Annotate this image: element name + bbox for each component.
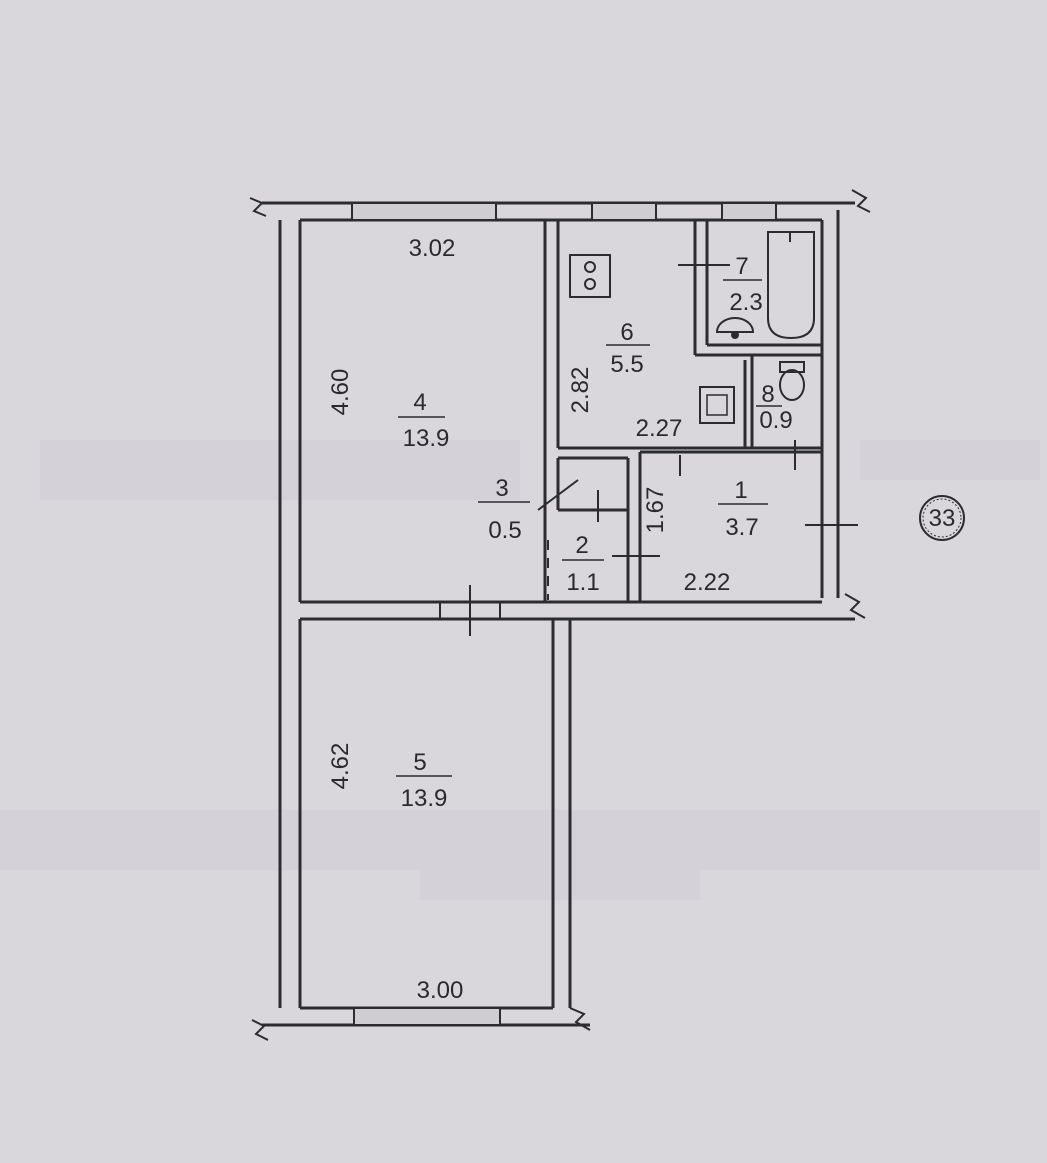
dim-room5-height: 4.62 <box>327 743 354 790</box>
toilet-icon <box>779 361 805 401</box>
dim-room4-width: 3.02 <box>409 235 456 262</box>
svg-text:33: 33 <box>929 505 956 532</box>
svg-text:3: 3 <box>495 475 508 502</box>
room-label-7: 7 2.3 <box>723 253 763 316</box>
room-labels: 4 13.9 5 13.9 6 5.5 7 2.3 8 0.9 3 0.5 <box>396 253 793 812</box>
svg-text:5.5: 5.5 <box>610 351 643 378</box>
svg-text:8: 8 <box>761 381 774 408</box>
svg-text:2: 2 <box>575 532 588 559</box>
washbasin-icon <box>715 317 755 339</box>
stove-icon <box>569 254 611 298</box>
svg-text:13.9: 13.9 <box>401 785 448 812</box>
dim-room4-height: 4.60 <box>327 369 354 416</box>
dimension-labels: 3.02 4.60 4.62 3.00 2.82 2.27 1.67 2.22 <box>327 235 730 1004</box>
window-room5 <box>353 1007 501 1026</box>
dim-room6-height: 2.82 <box>567 367 594 414</box>
window-room4 <box>351 202 497 221</box>
svg-text:0.5: 0.5 <box>488 517 521 544</box>
svg-text:1.1: 1.1 <box>566 569 599 596</box>
room-label-5: 5 13.9 <box>396 749 452 812</box>
svg-text:2.3: 2.3 <box>729 289 762 316</box>
svg-text:1: 1 <box>734 477 747 504</box>
dim-room5-width: 3.00 <box>417 977 464 1004</box>
room-label-3: 3 0.5 <box>478 475 530 544</box>
dim-room1-width: 2.22 <box>684 569 731 596</box>
room-label-2: 2 1.1 <box>562 532 604 596</box>
room-label-6: 6 5.5 <box>606 319 650 378</box>
svg-text:13.9: 13.9 <box>403 425 450 452</box>
svg-text:6: 6 <box>620 319 633 346</box>
dim-room6-width: 2.27 <box>636 415 683 442</box>
room-label-1: 1 3.7 <box>718 477 768 541</box>
door-markers <box>439 264 858 636</box>
svg-text:3.7: 3.7 <box>725 514 758 541</box>
svg-text:7: 7 <box>735 253 748 280</box>
svg-text:4: 4 <box>413 389 426 416</box>
windows <box>351 202 777 1026</box>
window-room6 <box>591 202 657 221</box>
apartment-number-badge: 33 <box>919 495 965 541</box>
dim-room1-height: 1.67 <box>642 487 669 534</box>
sink-icon <box>699 386 735 424</box>
bathtub-icon <box>767 231 815 340</box>
room-label-8: 8 0.9 <box>756 381 793 434</box>
fixtures <box>569 231 815 424</box>
window-room7 <box>721 202 777 221</box>
room-label-4: 4 13.9 <box>398 389 449 452</box>
svg-text:0.9: 0.9 <box>759 407 792 434</box>
svg-text:5: 5 <box>413 749 426 776</box>
